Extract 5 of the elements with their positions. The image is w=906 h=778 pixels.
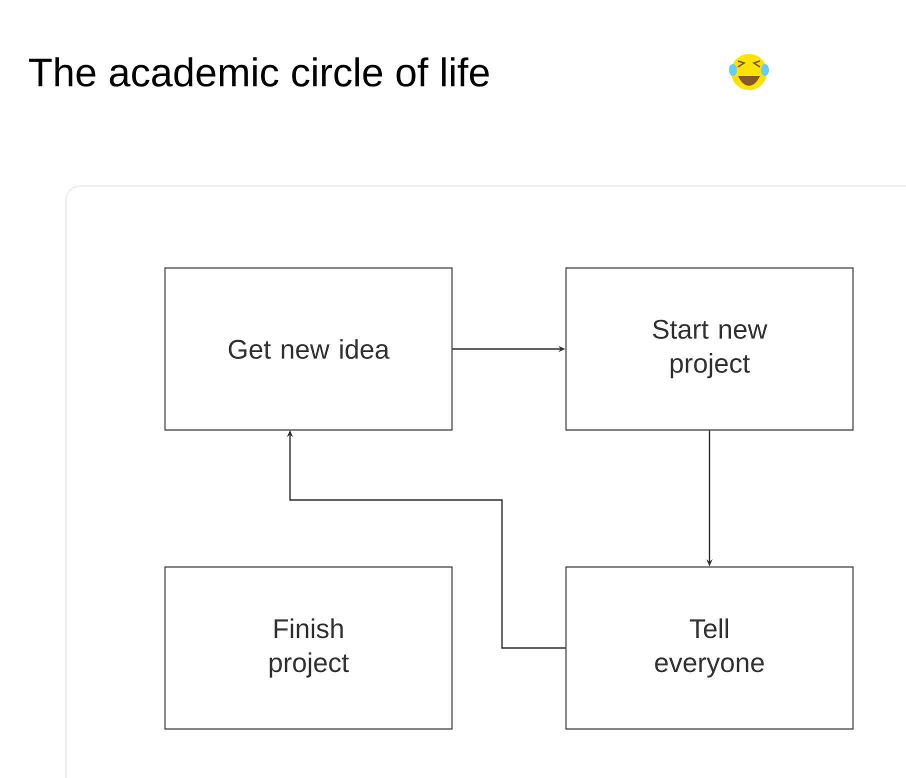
process-box: Start new project <box>565 267 854 431</box>
process-box: Finish project <box>164 566 453 730</box>
process-box: Tell everyone <box>565 566 854 730</box>
process-box: Get new idea <box>164 267 453 431</box>
title: The academic circle of life <box>29 57 489 87</box>
